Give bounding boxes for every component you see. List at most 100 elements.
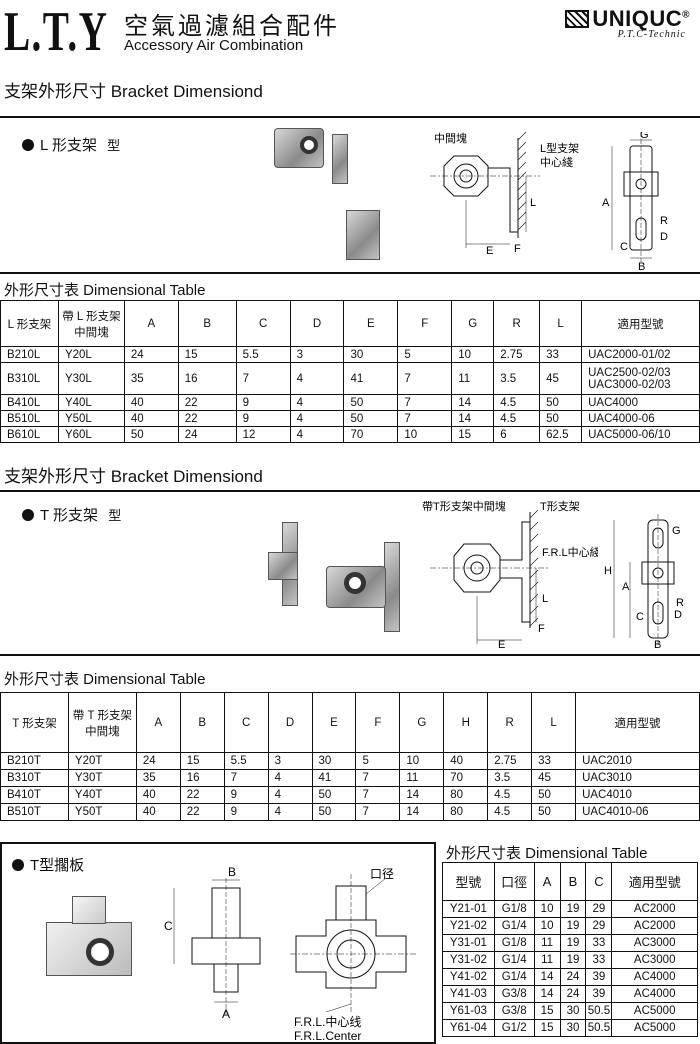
table-cell: 40 — [123, 394, 179, 411]
table-cell: 3.5 — [493, 362, 541, 395]
table-cell: Y40T — [67, 786, 137, 804]
page-title-cn: 空氣過濾組合配件 — [124, 12, 340, 40]
table-cell: 5.5 — [235, 346, 291, 363]
table-cell: AC4000 — [611, 968, 698, 986]
table-cell: 62.5 — [539, 426, 583, 443]
table-cell: 7 — [397, 410, 453, 427]
table-cell: B510T — [0, 803, 69, 821]
table-cell: 6 — [493, 426, 541, 443]
l-side-label-d: D — [660, 231, 668, 243]
table-cell: Y31-02 — [442, 951, 495, 969]
table-cell: AC2000 — [611, 917, 698, 935]
table-cell: 4 — [289, 410, 345, 427]
table-cell: Y40L — [57, 394, 125, 411]
table-cell: 22 — [179, 803, 225, 821]
t-shelf-photo-hole — [86, 938, 114, 966]
table-cell: 4.5 — [493, 394, 541, 411]
section1-header-cell: D — [289, 300, 345, 347]
table-cell: 10 — [533, 917, 561, 935]
t-diagram-center-line: F.R.L中心綫 — [542, 546, 598, 559]
table-cell: 33 — [585, 934, 613, 952]
table-cell: 14 — [533, 985, 561, 1003]
l-side-label-a: A — [602, 197, 610, 209]
t-bracket-photo-2-hole — [344, 572, 366, 594]
table-cell: 9 — [223, 803, 269, 821]
section2-header-cell: R — [487, 692, 533, 753]
table-cell: 33 — [539, 346, 583, 363]
table-cell: 40 — [123, 410, 179, 427]
table-cell: 5 — [397, 346, 453, 363]
t-bracket-diagram: 帶T形支架中間塊 T形支架 F.R.L中心綫 L E F — [422, 500, 598, 651]
section2-bullet-suffix: 型 — [108, 508, 122, 523]
l-diagram-label-l: L — [530, 197, 536, 209]
section2-header-cell: F — [355, 692, 401, 753]
section3-header-cell: B — [559, 862, 587, 901]
brand-registered: ® — [682, 9, 690, 21]
table-cell: 50 — [539, 410, 583, 427]
table-cell: 10 — [397, 426, 453, 443]
table-cell: 39 — [585, 985, 613, 1003]
table-cell: 22 — [177, 394, 237, 411]
table-cell: 2.75 — [493, 346, 541, 363]
l-diagram-label-f: F — [514, 243, 521, 255]
section1-header-cell: L 形支架 — [0, 300, 59, 347]
table-cell: 70 — [443, 769, 489, 787]
table-cell: B510L — [0, 410, 59, 427]
table-cell: 2.75 — [487, 752, 533, 770]
t-shelf-port-label: 口径 — [370, 867, 394, 881]
table-cell: 4.5 — [487, 786, 533, 804]
table-cell: 10 — [533, 900, 561, 918]
section1-table-title: 外形尺寸表 Dimensional Table — [4, 282, 206, 299]
section1-bullet-suffix: 型 — [107, 138, 121, 153]
section1-header-cell: F — [397, 300, 453, 347]
table-cell: AC3000 — [611, 934, 698, 952]
table-cell: 50 — [531, 786, 577, 804]
table-cell: UAC4010 — [575, 786, 700, 804]
section3-table-title: 外形尺寸表 Dimensional Table — [446, 845, 648, 862]
table-cell: B310L — [0, 362, 59, 395]
t-diagram-label-e: E — [498, 639, 505, 651]
l-diagram-middle-block: 中間塊 — [434, 132, 467, 145]
table-cell: G1/2 — [493, 1019, 535, 1037]
table-cell: AC4000 — [611, 985, 698, 1003]
table-cell: AC5000 — [611, 1002, 698, 1020]
section3-header-cell: 適用型號 — [611, 862, 698, 901]
t-side-label-a: A — [622, 581, 630, 593]
section2-header-cell: A — [135, 692, 181, 753]
table-cell: UAC4000 — [581, 394, 700, 411]
table-cell: 41 — [311, 769, 357, 787]
section2-header-cell: C — [223, 692, 269, 753]
table-cell: 50 — [123, 426, 179, 443]
section3-header-cell: C — [585, 862, 613, 901]
brand-subtitle: P.T.C-Technic — [617, 29, 686, 40]
table-cell: 3 — [267, 752, 313, 770]
table-cell: 14 — [451, 410, 495, 427]
table-cell: Y61-04 — [442, 1019, 495, 1037]
table-cell: Y21-02 — [442, 917, 495, 935]
table-cell: Y50L — [57, 410, 125, 427]
table-cell: 9 — [223, 786, 269, 804]
section2-header-cell: E — [311, 692, 357, 753]
section2-header-cell: B — [179, 692, 225, 753]
l-side-label-g: G — [640, 132, 649, 141]
table-cell: Y21-01 — [442, 900, 495, 918]
table-cell: 7 — [223, 769, 269, 787]
table-cell: 30 — [311, 752, 357, 770]
t-shelf-label-c: C — [164, 919, 173, 933]
t-side-label-d: D — [674, 609, 682, 621]
table-cell: G3/8 — [493, 985, 535, 1003]
table-cell: Y41-02 — [442, 968, 495, 986]
section3-panel: T型擱板 B C A 口径 F.R.L.中心线 F.R.L.Center — [0, 842, 436, 1044]
section2-header-cell: G — [399, 692, 445, 753]
table-cell: 4 — [267, 803, 313, 821]
table-cell: 4 — [267, 769, 313, 787]
table-cell: B410T — [0, 786, 69, 804]
table-cell: B210L — [0, 346, 59, 363]
table-cell: 19 — [559, 900, 587, 918]
